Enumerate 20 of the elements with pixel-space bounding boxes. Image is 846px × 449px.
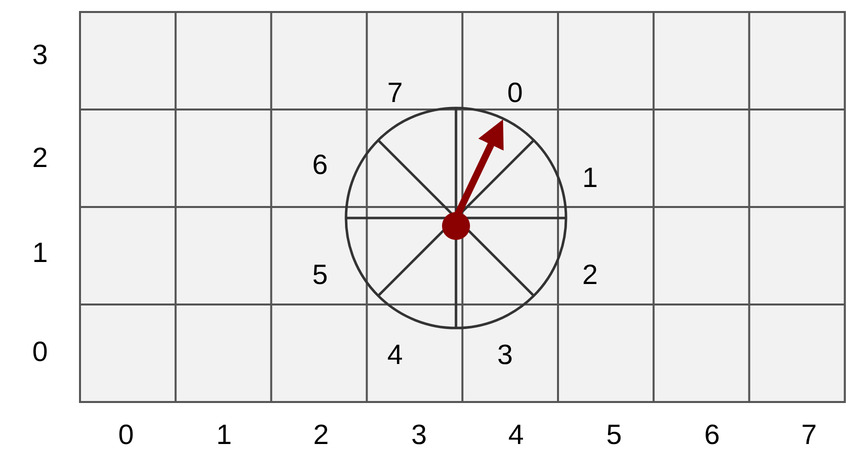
sector-label: 3 — [497, 339, 513, 371]
sector-label: 2 — [582, 259, 598, 291]
row-label: 0 — [32, 336, 48, 368]
column-label: 4 — [508, 419, 524, 449]
column-label: 5 — [606, 419, 622, 449]
column-label: 3 — [411, 419, 427, 449]
column-label: 6 — [704, 419, 720, 449]
sector-label: 4 — [387, 339, 403, 371]
row-label: 2 — [32, 142, 48, 174]
column-label: 2 — [313, 419, 329, 449]
sector-label: 7 — [387, 77, 403, 109]
sector-label: 1 — [582, 162, 598, 194]
row-label: 3 — [32, 39, 48, 71]
column-label: 0 — [118, 419, 134, 449]
sector-label: 0 — [507, 77, 523, 109]
sector-label: 5 — [312, 259, 328, 291]
column-label: 7 — [801, 419, 817, 449]
column-label: 1 — [216, 419, 232, 449]
row-label: 1 — [32, 237, 48, 269]
sector-label: 6 — [312, 149, 328, 181]
